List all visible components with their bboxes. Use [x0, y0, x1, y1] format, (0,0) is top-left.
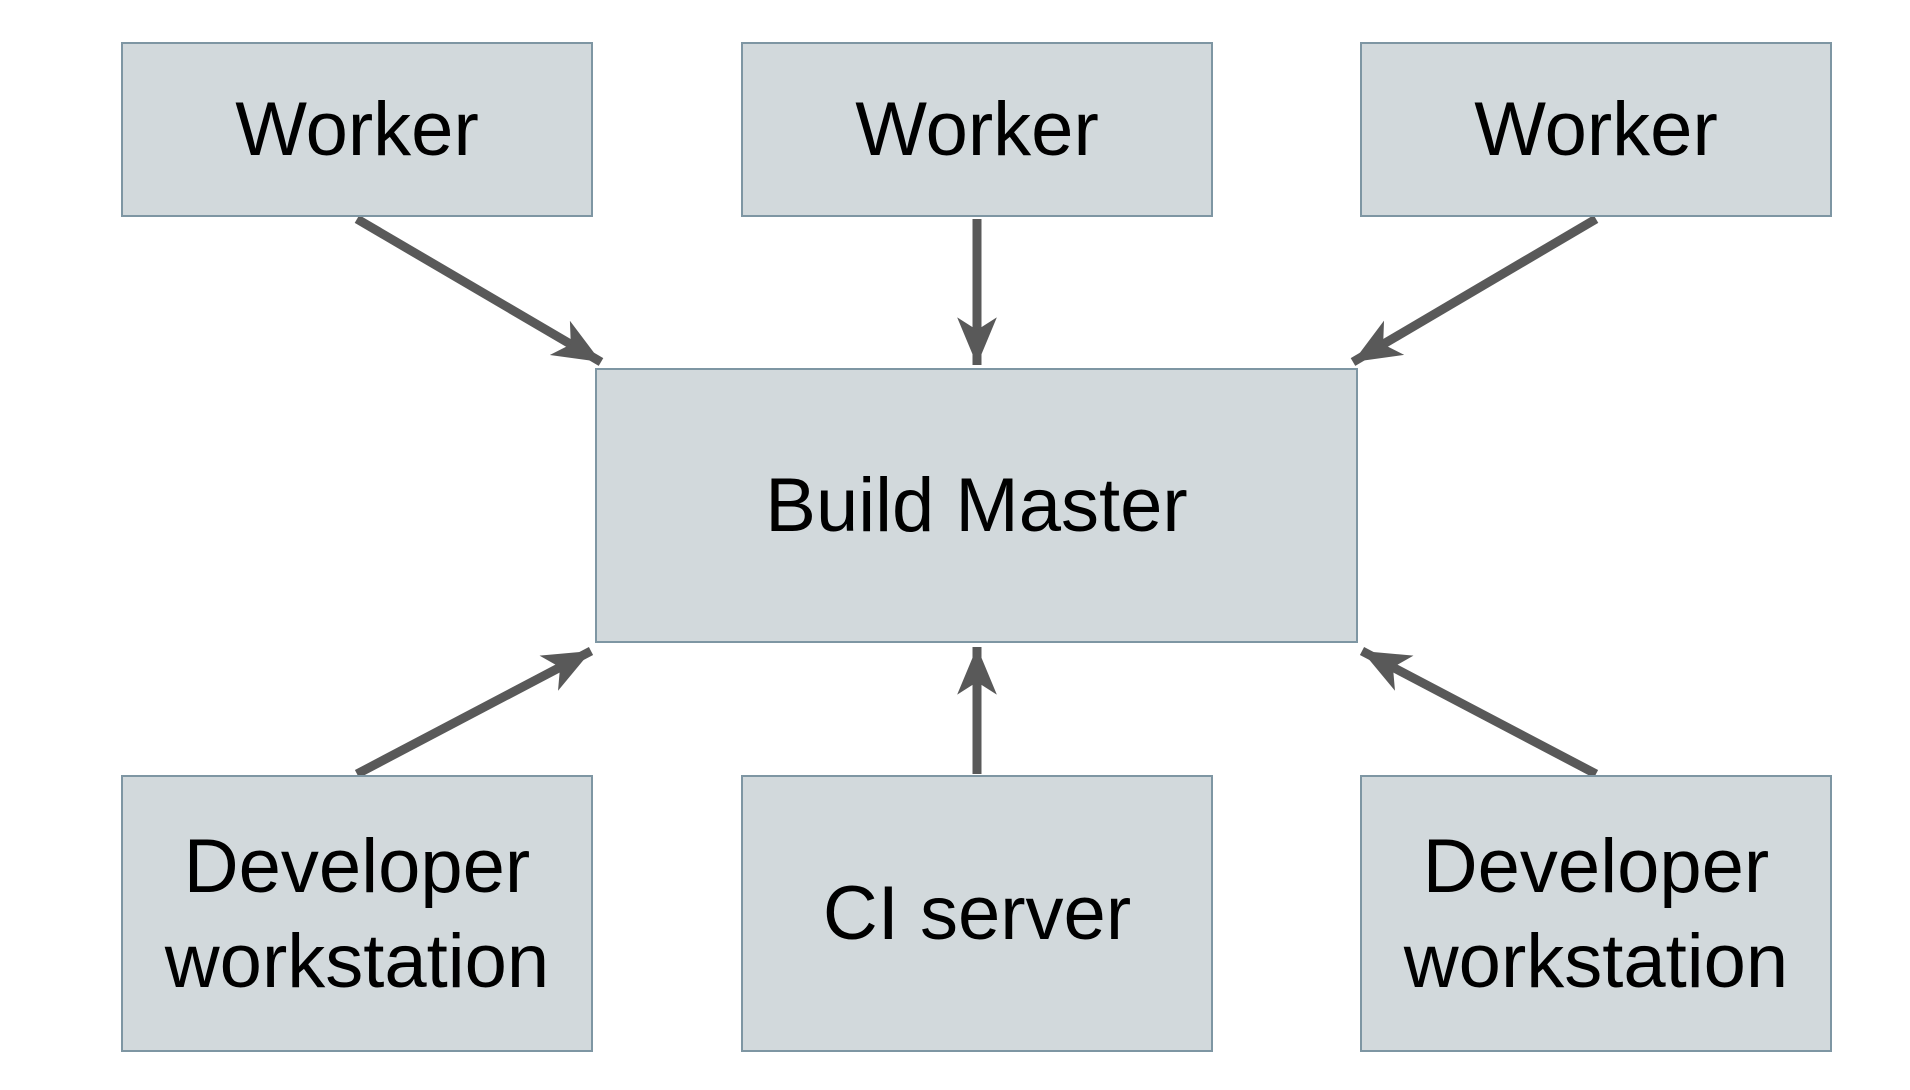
arrow-worker3-to-buildmaster: [1350, 215, 1599, 366]
node-developer-workstation-right: Developer workstation: [1360, 775, 1832, 1052]
node-ci-server: CI server: [741, 775, 1213, 1052]
node-worker-1-label: Worker: [235, 87, 479, 172]
node-worker-1: Worker: [121, 42, 593, 217]
node-build-master-label: Build Master: [765, 463, 1188, 548]
node-worker-3-label: Worker: [1474, 87, 1718, 172]
arrow-worker1-to-buildmaster: [354, 215, 604, 366]
node-ci-server-label: CI server: [822, 871, 1132, 956]
node-developer-workstation-right-label: Developer workstation: [1403, 823, 1789, 1004]
node-worker-2-label: Worker: [855, 87, 1099, 172]
node-worker-3: Worker: [1360, 42, 1832, 217]
node-worker-2: Worker: [741, 42, 1213, 217]
node-build-master: Build Master: [595, 368, 1358, 643]
node-developer-workstation-left: Developer workstation: [121, 775, 593, 1052]
arrow-devright-to-buildmaster: [1359, 647, 1599, 778]
arrow-devleft-to-buildmaster: [354, 647, 594, 778]
node-developer-workstation-left-label: Developer workstation: [164, 823, 550, 1004]
